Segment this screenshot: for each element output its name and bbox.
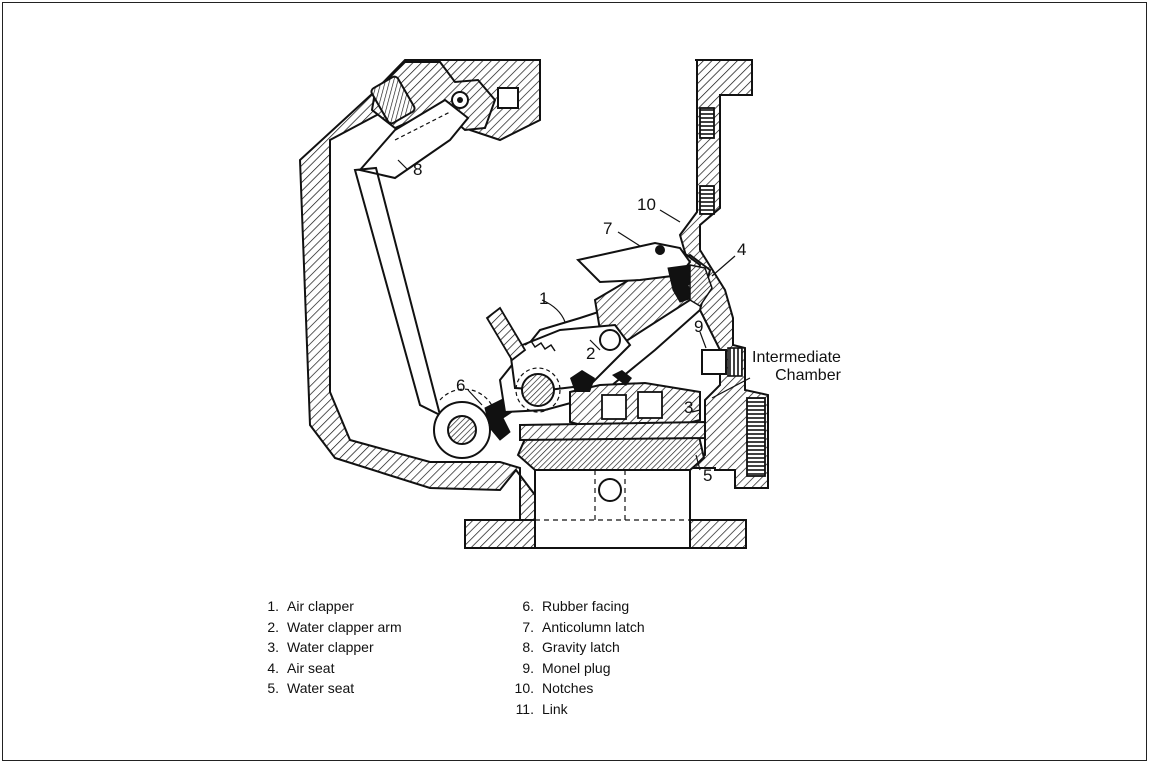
legend-item: 3. Water clapper [255, 637, 402, 658]
leader-lines [397, 159, 736, 471]
upper-plug-1 [699, 107, 715, 139]
spring-coil [524, 339, 556, 352]
gravity-latch-arm [358, 98, 470, 180]
chamber-label-line2: Chamber [775, 367, 841, 385]
legend-number: 4. [267, 659, 279, 676]
legend-item: 2. Water clapper arm [255, 617, 402, 638]
link-rod [353, 166, 442, 417]
monel-plug-stripes [727, 347, 743, 377]
legend-number: 3. [267, 639, 279, 656]
legend-number: 11. [515, 700, 534, 717]
callout-8: 8 [413, 160, 423, 179]
upper-plug-2 [699, 185, 715, 215]
legend-item: 5. Water seat [255, 678, 402, 699]
legend-right-column: 6. Rubber facing 7. Anticolumn latch 8. … [510, 596, 645, 719]
callout-2: 2 [586, 344, 596, 363]
legend-label: Notches [542, 680, 594, 697]
legend-label: Air clapper [287, 598, 354, 615]
inlet-barrel-dashed [535, 470, 690, 521]
water-clapper-window-2 [637, 391, 663, 419]
legend-number: 6. [522, 598, 534, 615]
monel-plug [701, 349, 727, 375]
callout-3: 3 [684, 398, 694, 417]
legend-item: 8. Gravity latch [510, 637, 645, 658]
bottom-flange-left [464, 519, 536, 549]
air-seat-outline [689, 264, 713, 308]
top-port-square [497, 87, 519, 109]
legend-item: 4. Air seat [255, 658, 402, 679]
callout-5: 5 [703, 466, 713, 485]
legend-item: 1. Air clapper [255, 596, 402, 617]
callout-6: 6 [456, 376, 466, 395]
chamber-label-line1: Intermediate [752, 349, 841, 366]
callout-9: 9 [694, 317, 704, 336]
legend-number: 5. [267, 680, 279, 697]
legend-item: 6. Rubber facing [510, 596, 645, 617]
legend-item: 7. Anticolumn latch [510, 617, 645, 638]
legend-number: 10. [514, 680, 534, 697]
legend-item: 9. Monel plug [510, 658, 645, 679]
legend-number: 2. [267, 618, 279, 635]
legend-label: Air seat [287, 659, 335, 676]
clapper-tab [485, 306, 527, 362]
drain-hole [598, 478, 622, 502]
legend-label: Water seat [287, 680, 355, 697]
legend-number: 9. [522, 659, 534, 676]
legend-label: Water clapper arm [287, 618, 402, 635]
legend-label: Anticolumn latch [542, 618, 645, 635]
callout-10: 10 [637, 195, 656, 214]
latch-grip [370, 75, 416, 125]
callout-1: 1 [539, 289, 549, 308]
callout-7: 7 [603, 219, 613, 238]
lower-pivot-pin [447, 415, 477, 445]
anticolumn-latch-pivot [655, 245, 665, 255]
legend-left-column: 1. Air clapper 2. Water clapper arm 3. W… [255, 596, 402, 699]
chamber-leader [711, 377, 751, 399]
intermediate-chamber-label: Intermediate Chamber [752, 349, 841, 386]
legend-item: 10. Notches [510, 678, 645, 699]
rubber-facing-center [570, 370, 595, 392]
legend-item: 11. Link [510, 699, 645, 720]
legend-number: 7. [522, 618, 534, 635]
callout-4: 4 [737, 240, 747, 259]
water-clapper-window-1 [601, 394, 627, 420]
legend-label: Link [542, 700, 568, 717]
seat-plate [519, 420, 706, 442]
bottom-flange-right [689, 519, 747, 549]
right-flange-plate [746, 397, 766, 477]
legend-label: Gravity latch [542, 639, 620, 656]
legend-label: Monel plug [542, 659, 611, 676]
clapper-arm-eye [599, 329, 621, 351]
legend-label: Water clapper [287, 639, 374, 656]
clapper-hub [521, 373, 555, 407]
legend-number: 8. [522, 639, 534, 656]
legend-label: Rubber facing [542, 598, 630, 615]
legend-number: 1. [267, 598, 279, 615]
